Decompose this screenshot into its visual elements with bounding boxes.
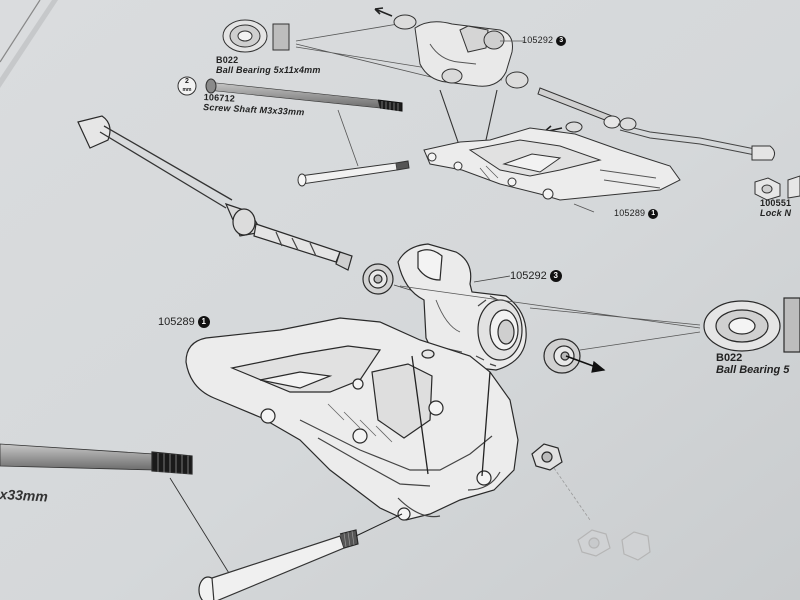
leader-line — [355, 513, 403, 537]
qty-badge: 1 — [648, 208, 659, 219]
part-code: 105292 — [510, 270, 547, 282]
driveshaft-icon — [77, 115, 353, 271]
hub-carrier-small-icon — [414, 21, 513, 87]
lock-nut-label: 100551 Lock N — [760, 198, 791, 218]
leader-line — [411, 355, 491, 477]
screw-shaft-inserted-icon — [198, 529, 359, 600]
top-assembly — [177, 7, 800, 213]
screw-shaft-small-icon — [177, 76, 403, 112]
part-description: Ball Bearing 5x11x4mm — [216, 65, 321, 75]
screw-shaft-large-label: x33mm — [0, 486, 49, 505]
suspension-arm-icon — [185, 317, 519, 521]
bearing-side-view-icon — [272, 23, 290, 51]
qty-badge: 2 mm — [179, 78, 195, 94]
lock-nut-icon — [531, 443, 563, 471]
bearing-small-label: B022 Ball Bearing 5x11x4mm — [216, 55, 321, 75]
bearing-large-label: B022 Ball Bearing 5 — [716, 352, 789, 376]
bearing-small-icon — [222, 19, 268, 53]
leader-line — [573, 203, 595, 213]
part-code: 105289 — [158, 316, 195, 328]
suspension-arm-small-icon — [423, 127, 681, 201]
lock-nut-small-icon — [754, 175, 800, 201]
leader-line — [337, 109, 359, 167]
main-assembly — [0, 115, 800, 600]
bearing-small-icon — [565, 121, 583, 133]
part-code: 100551 — [760, 198, 792, 208]
qty-number: 2 — [185, 78, 189, 85]
part-code: 105292 — [522, 35, 554, 45]
leader-line — [399, 285, 701, 351]
hub-carrier-icon — [397, 243, 527, 371]
qty-badge: 1 — [197, 316, 210, 329]
page-edge-line — [0, 0, 41, 63]
qty-unit: mm — [182, 87, 192, 93]
part-code: 105289 — [614, 208, 646, 218]
bearing-icon — [543, 338, 581, 374]
driveshaft-small-icon — [537, 87, 776, 161]
leader-line — [169, 477, 233, 579]
leader-line — [439, 89, 498, 143]
bearing-large-icon — [703, 297, 800, 353]
qty-badge: 3 — [556, 35, 567, 46]
screw-shaft-large-icon — [0, 443, 193, 475]
bearing-small-icon — [393, 14, 417, 30]
qty-badge: 3 — [549, 270, 562, 283]
part-description: Ball Bearing 5 — [716, 364, 790, 376]
part-code: B022 — [716, 352, 743, 364]
bearing-icon — [362, 263, 394, 295]
arrow-icon — [374, 7, 393, 17]
page-fold-shadow — [0, 0, 58, 88]
part-code: B022 — [216, 55, 239, 65]
leader-line — [473, 275, 511, 283]
leader-line — [553, 467, 591, 521]
part-description: Lock N — [760, 208, 792, 218]
faded-nut-icon — [577, 529, 651, 561]
arrow-head-icon — [591, 360, 606, 373]
